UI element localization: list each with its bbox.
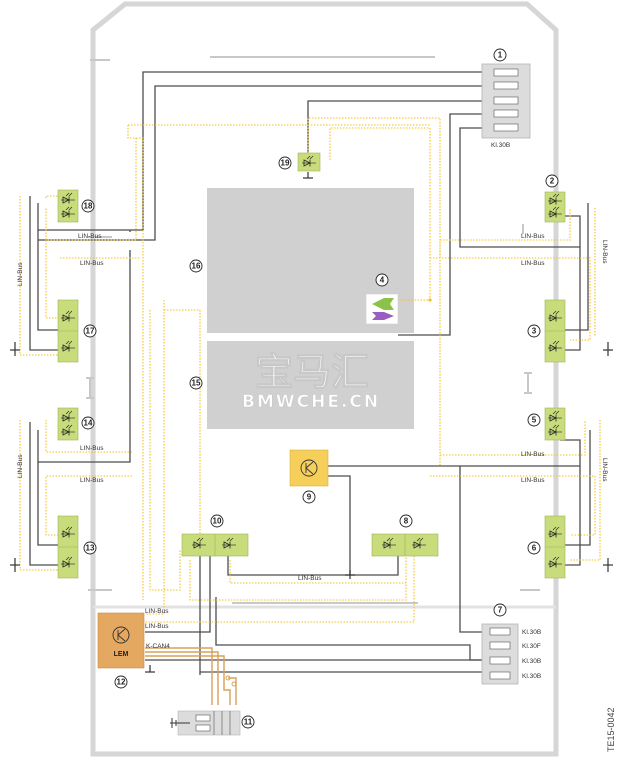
- callout-12: 12: [114, 675, 128, 689]
- lin-bus-labels: LIN-Bus LIN-Bus LIN-Bus LIN-Bus LIN-Bus …: [17, 233, 608, 630]
- svg-text:LIN-Bus: LIN-Bus: [298, 575, 322, 582]
- callout-5: 5: [527, 413, 541, 427]
- led-module-18[interactable]: [57, 189, 79, 223]
- fuse-block-7[interactable]: [481, 623, 519, 685]
- led-module-14[interactable]: [57, 407, 79, 441]
- svg-text:13: 13: [86, 544, 95, 553]
- led-module-3[interactable]: [544, 299, 566, 363]
- led-module-19[interactable]: [297, 152, 321, 172]
- k-can-wires: [145, 647, 237, 705]
- svg-text:6: 6: [532, 544, 537, 553]
- svg-text:11: 11: [244, 718, 253, 727]
- callout-13: 13: [83, 541, 97, 555]
- lin-bus-wires: [19, 117, 601, 623]
- svg-text:18: 18: [84, 202, 93, 211]
- led-module-8[interactable]: [371, 533, 439, 557]
- k-can-label: K-CAN4: [146, 643, 170, 650]
- led-module-5[interactable]: [544, 407, 566, 441]
- ground-symbols: [10, 172, 613, 673]
- lem-label: LEM: [114, 651, 129, 658]
- svg-text:LIN-Bus: LIN-Bus: [521, 260, 545, 267]
- svg-text:15: 15: [192, 379, 201, 388]
- callout-11: 11: [241, 715, 255, 729]
- svg-text:8: 8: [404, 517, 409, 526]
- kl30f-label-7: Kl.30F: [522, 643, 541, 650]
- svg-text:LIN-Bus: LIN-Bus: [80, 445, 104, 452]
- callout-9: 9: [302, 490, 316, 504]
- svg-text:2: 2: [550, 177, 555, 186]
- k-can-terminal: [225, 675, 231, 681]
- svg-text:5: 5: [532, 416, 537, 425]
- kl30b-label-7b: Kl.30B: [522, 658, 541, 665]
- callout-14: 14: [81, 416, 95, 430]
- svg-text:LIN-Bus: LIN-Bus: [145, 623, 169, 630]
- led-module-6[interactable]: [544, 515, 566, 579]
- svg-text:LIN-Bus: LIN-Bus: [17, 262, 24, 286]
- callout-8: 8: [399, 514, 413, 528]
- svg-text:LIN-Bus: LIN-Bus: [145, 608, 169, 615]
- callout-6: 6: [527, 541, 541, 555]
- svg-text:LIN-Bus: LIN-Bus: [80, 477, 104, 484]
- vehicle-body-outline: [90, 1, 559, 757]
- control-unit-4[interactable]: [365, 293, 399, 325]
- svg-text:LIN-Bus: LIN-Bus: [521, 477, 545, 484]
- svg-text:10: 10: [213, 517, 222, 526]
- svg-text:19: 19: [281, 159, 290, 168]
- led-module-2[interactable]: [544, 191, 566, 223]
- svg-text:3: 3: [532, 327, 537, 336]
- svg-text:LIN-Bus: LIN-Bus: [601, 458, 608, 482]
- svg-text:14: 14: [84, 419, 93, 428]
- callout-2: 2: [545, 174, 559, 188]
- callout-18: 18: [81, 199, 95, 213]
- callout-10: 10: [210, 514, 224, 528]
- image-code: TE15-0042: [606, 707, 616, 752]
- zone-15: [207, 341, 414, 429]
- led-module-17[interactable]: [57, 299, 79, 363]
- led-module-10[interactable]: [181, 533, 249, 557]
- svg-text:LIN-Bus: LIN-Bus: [521, 233, 545, 240]
- svg-text:1: 1: [498, 51, 503, 60]
- kl30b-label-1: Kl.30B: [491, 142, 510, 149]
- callout-17: 17: [83, 324, 97, 338]
- callout-16: 16: [189, 259, 203, 273]
- body-marks: [86, 56, 540, 604]
- callout-15: 15: [189, 376, 203, 390]
- lem-module-12[interactable]: LEM: [97, 612, 145, 669]
- kl30b-label-7a: Kl.30B: [522, 629, 541, 636]
- watermark: 宝马汇 BMWCHE.CN: [242, 350, 380, 413]
- connection-dot: [428, 298, 432, 302]
- svg-text:LIN-Bus: LIN-Bus: [17, 454, 24, 478]
- callout-1: 1: [493, 48, 507, 62]
- svg-text:4: 4: [380, 276, 385, 285]
- ground-11: [170, 718, 190, 728]
- svg-text:9: 9: [307, 493, 312, 502]
- fuse-block-1[interactable]: [481, 63, 531, 139]
- callout-19: 19: [278, 156, 292, 170]
- svg-text:17: 17: [86, 327, 95, 336]
- callout-7: 7: [493, 603, 507, 617]
- module-9[interactable]: [289, 449, 329, 487]
- svg-text:宝马汇: 宝马汇: [255, 350, 369, 394]
- svg-text:LIN-Bus: LIN-Bus: [80, 260, 104, 267]
- svg-text:BMWCHE.CN: BMWCHE.CN: [242, 392, 380, 412]
- k-can-terminal: [231, 681, 237, 687]
- svg-text:7: 7: [498, 606, 503, 615]
- svg-text:LIN-Bus: LIN-Bus: [521, 451, 545, 458]
- svg-text:16: 16: [192, 262, 201, 271]
- svg-text:LIN-Bus: LIN-Bus: [78, 233, 102, 240]
- led-module-13[interactable]: [57, 515, 79, 579]
- callout-4: 4: [375, 273, 389, 287]
- svg-text:LIN-Bus: LIN-Bus: [601, 240, 608, 264]
- kl30b-label-7c: Kl.30B: [522, 673, 541, 680]
- callout-3: 3: [527, 324, 541, 338]
- svg-text:12: 12: [117, 678, 126, 687]
